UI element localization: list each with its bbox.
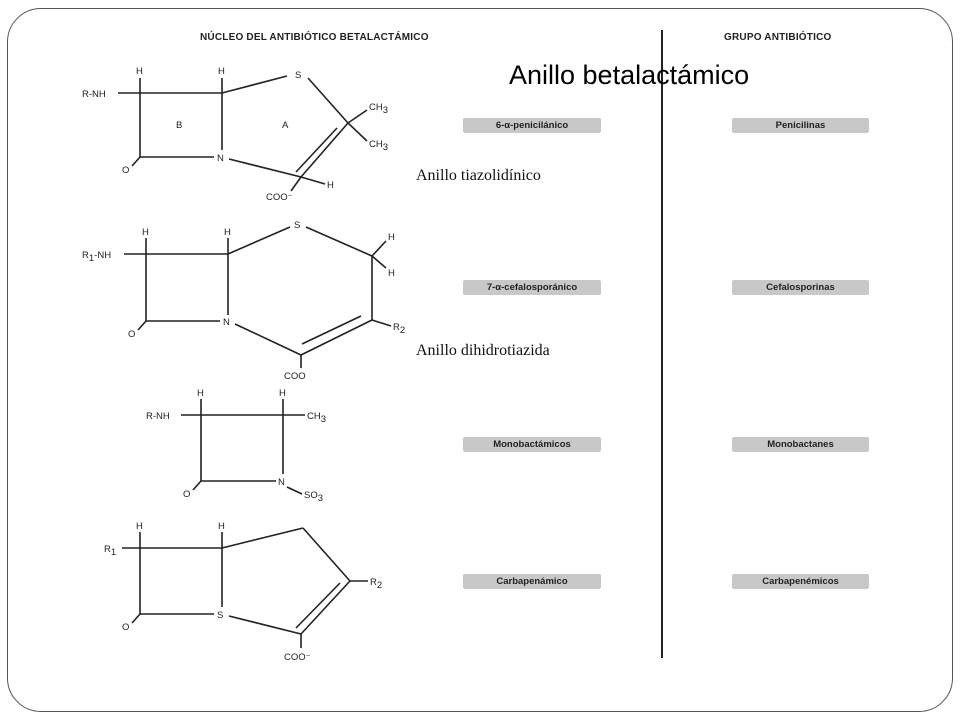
header-nucleus: NÚCLEO DEL ANTIBIÓTICO BETALACTÁMICO <box>200 32 429 43</box>
carbapenem-h-label: H <box>136 521 143 532</box>
penicillin-n-label: N <box>217 153 224 164</box>
cephalosporin-h-label: H <box>224 227 231 238</box>
carbapenem-structure: R1 H H R2 S O COO⁻ <box>104 521 382 663</box>
header-group: GRUPO ANTIBIÓTICO <box>724 32 832 43</box>
monobactam-h-label: H <box>197 388 204 399</box>
penicillin-structure: R-NH H H S B A CH3 CH3 N O H COO⁻ <box>82 66 388 203</box>
cephalosporin-r1-nh-label: R1-NH <box>82 250 111 264</box>
group-pill-cephalosporins: Cefalosporinas <box>732 280 869 295</box>
group-pill-monobactams: Monobactanes <box>732 437 869 452</box>
cephalosporin-h-label: H <box>388 232 395 243</box>
monobactam-n-label: N <box>278 477 285 488</box>
monobactam-h-label: H <box>279 388 286 399</box>
monobactam-o-label: O <box>183 489 190 500</box>
penicillin-coo-label: COO⁻ <box>266 192 293 203</box>
penicillin-ch3-label: CH3 <box>369 102 388 116</box>
carbapenem-h-label: H <box>218 521 225 532</box>
penicillin-ring-a-label: A <box>282 120 289 131</box>
carbapenem-r1-label: R1 <box>104 544 116 558</box>
cephalosporin-coo-label: COO <box>284 371 306 382</box>
cephalosporin-o-label: O <box>128 329 135 340</box>
penicillin-h-label: H <box>136 66 143 77</box>
carbapenem-o-label: O <box>122 622 129 633</box>
thiazolidine-ring-label: Anillo tiazolidínico <box>416 167 541 184</box>
nucleus-pill-penicillanic: 6-α-penicilánico <box>463 118 601 133</box>
monobactam-structure: R-NH H H CH3 N O SO3 <box>146 388 326 504</box>
penicillin-ch3-label: CH3 <box>369 139 388 153</box>
monobactam-r-nh-label: R-NH <box>146 411 170 422</box>
cephalosporin-h-label: H <box>388 268 395 279</box>
carbapenem-s-label: S <box>217 610 223 621</box>
cephalosporin-r2-label: R2 <box>393 322 405 336</box>
monobactam-ch3-label: CH3 <box>307 411 326 425</box>
nucleus-pill-cephalosporanic: 7-α-cefalosporánico <box>463 280 601 295</box>
monobactam-so3-label: SO3 <box>304 490 323 504</box>
cephalosporin-n-label: N <box>223 317 230 328</box>
penicillin-r-nh-label: R-NH <box>82 89 106 100</box>
column-divider <box>661 30 663 658</box>
carbapenem-coo-label: COO⁻ <box>284 652 311 663</box>
penicillin-h-label: H <box>327 180 334 191</box>
cephalosporin-structure: R1-NH H H S H H R2 N O COO <box>82 220 405 382</box>
carbapenem-r2-label: R2 <box>370 577 382 591</box>
beta-lactam-ring-label: Anillo betalactámico <box>509 60 750 90</box>
penicillin-s-label: S <box>295 70 301 81</box>
nucleus-pill-carbapenam: Carbapenámico <box>463 574 601 589</box>
cephalosporin-s-label: S <box>294 220 300 231</box>
group-pill-penicillins: Penicilinas <box>732 118 869 133</box>
penicillin-ring-b-label: B <box>176 120 182 131</box>
dihydrothiazine-ring-label: Anillo dihidrotiazida <box>416 342 550 359</box>
nucleus-pill-monobactam: Monobactámicos <box>463 437 601 452</box>
cephalosporin-h-label: H <box>142 227 149 238</box>
penicillin-h-label: H <box>218 66 225 77</box>
penicillin-o-label: O <box>122 165 129 176</box>
group-pill-carbapenems: Carbapenémicos <box>732 574 869 589</box>
